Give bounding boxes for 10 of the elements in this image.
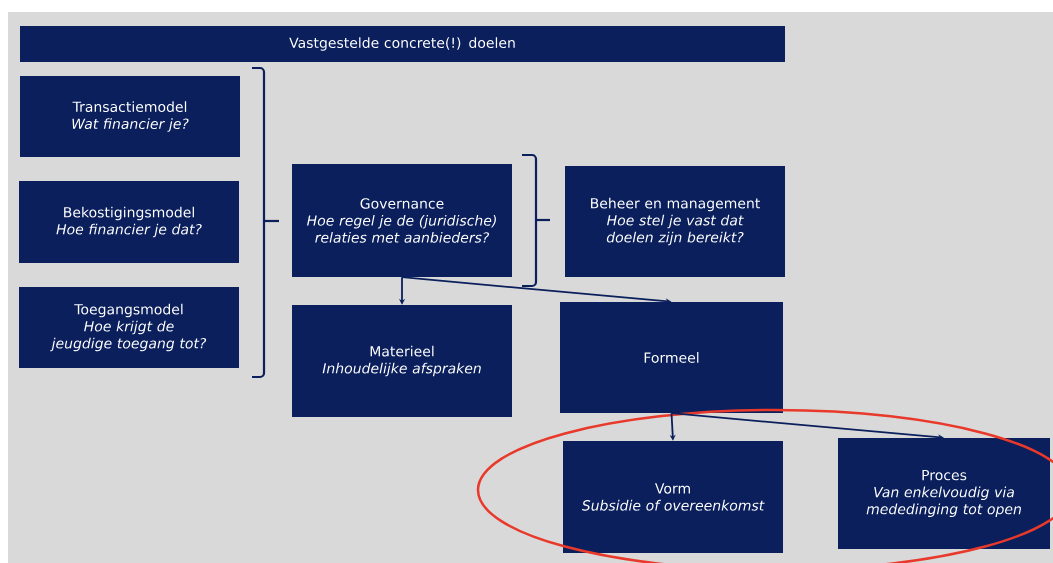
model-box: Transactiemodel Wat financier je? <box>20 76 240 157</box>
model-box: Vorm Subsidie of overeenkomst <box>563 441 783 553</box>
model-box: Formeel <box>560 302 783 413</box>
model-box: Materieel Inhoudelijke afspraken <box>292 305 512 417</box>
model-box: Beheer en management Hoe stel je vast dat doelen zijn bereikt? <box>565 166 785 277</box>
model-box: Governance Hoe regel je de (juridische) relaties met aanbieders? <box>292 164 512 277</box>
model-box: Bekostigingsmodel Hoe financier je dat? <box>19 181 239 263</box>
model-box: Toegangsmodel Hoe krijgt de jeugdige toegang tot? <box>19 287 239 368</box>
title-bar: Vastgestelde concrete(!) doelen <box>20 26 785 62</box>
model-box: Proces Van enkelvoudig via mededinging tot open <box>838 438 1050 549</box>
